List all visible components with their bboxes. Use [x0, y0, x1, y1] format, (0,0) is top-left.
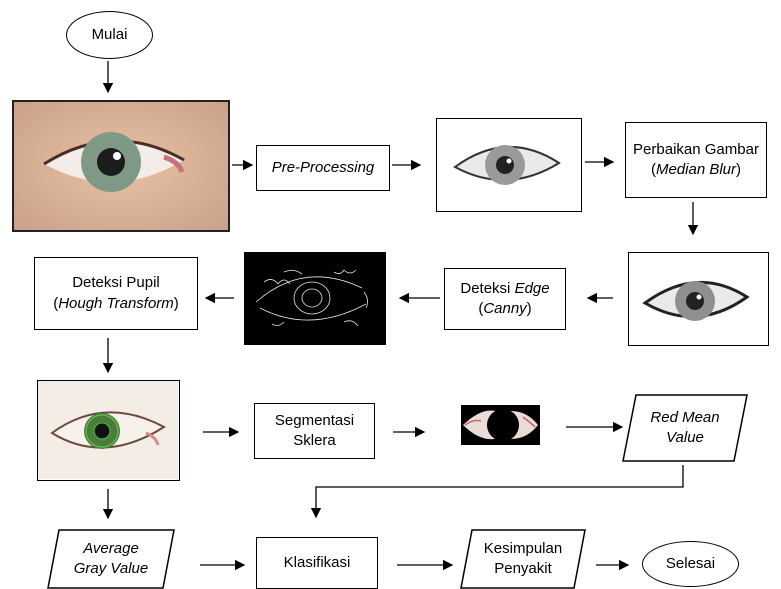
eye-photo-pupil-detected: [37, 380, 180, 481]
pupil-line2: (Hough Transform): [53, 294, 179, 314]
paren-close: ): [526, 300, 532, 317]
start-terminal: Mulai: [66, 11, 153, 59]
klasifikasi-process: Klasifikasi: [256, 537, 378, 589]
average-gray-line1: Average: [83, 539, 139, 557]
eye-edge-map: [244, 252, 386, 345]
end-terminal: Selesai: [642, 541, 739, 587]
eye-photo-original: [12, 100, 230, 232]
paren-close: ): [173, 294, 179, 312]
perbaikan-gambar-process: Perbaikan Gambar (Median Blur): [625, 122, 767, 198]
average-gray-line2: Gray Value: [73, 560, 149, 577]
perbaikan-line1: Perbaikan Gambar: [633, 140, 759, 158]
paren-open: (: [650, 161, 656, 178]
start-label: Mulai: [91, 25, 128, 43]
eye-photo-median-blur: [628, 252, 769, 346]
eye-sclera-segmented: [461, 405, 540, 445]
red-mean-value-data: Red Mean Value: [622, 394, 748, 462]
edge-line1: Deteksi Edge: [460, 279, 549, 299]
preprocessing-process: Pre-Processing: [256, 145, 390, 191]
deteksi-edge-process: Deteksi Edge (Canny): [444, 268, 566, 330]
kesimpulan-line1: Kesimpulan: [483, 539, 563, 557]
edge-line2: (Canny): [478, 299, 531, 319]
kesimpulan-penyakit-data: Kesimpulan Penyakit: [460, 529, 586, 589]
median-blur-label: Median Blur: [655, 161, 737, 178]
red-mean-line2: Value: [666, 429, 704, 446]
canny-label: Canny: [483, 300, 527, 317]
klasifikasi-label: Klasifikasi: [283, 553, 351, 571]
segmentasi-line2: Sklera: [293, 432, 336, 449]
deteksi-pupil-process: Deteksi Pupil (Hough Transform): [34, 257, 198, 330]
segmentasi-line1: Segmentasi: [274, 411, 355, 429]
paren-open: (: [53, 294, 59, 312]
edge-line1-text: Deteksi: [460, 279, 515, 297]
perbaikan-line2: (Median Blur): [651, 160, 741, 180]
parallelogram-shape: [47, 529, 175, 589]
edge-italic: Edge: [514, 279, 550, 297]
red-mean-line1: Red Mean: [650, 408, 720, 426]
eye-photo-grayscale: [436, 118, 582, 212]
paren-open: (: [478, 300, 484, 317]
hough-transform-label: Hough Transform: [58, 294, 174, 312]
kesimpulan-line2: Penyakit: [494, 560, 552, 577]
paren-close: ): [736, 161, 742, 178]
parallelogram-shape: [460, 529, 586, 589]
average-gray-value-data: Average Gray Value: [47, 529, 175, 589]
preprocessing-label: Pre-Processing: [271, 158, 375, 176]
pupil-line1: Deteksi Pupil: [72, 274, 160, 292]
segmentasi-sklera-process: Segmentasi Sklera: [254, 403, 375, 459]
parallelogram-shape: [622, 394, 748, 462]
end-label: Selesai: [665, 554, 716, 572]
arrow-red-to-klasifikasi: [310, 465, 684, 519]
